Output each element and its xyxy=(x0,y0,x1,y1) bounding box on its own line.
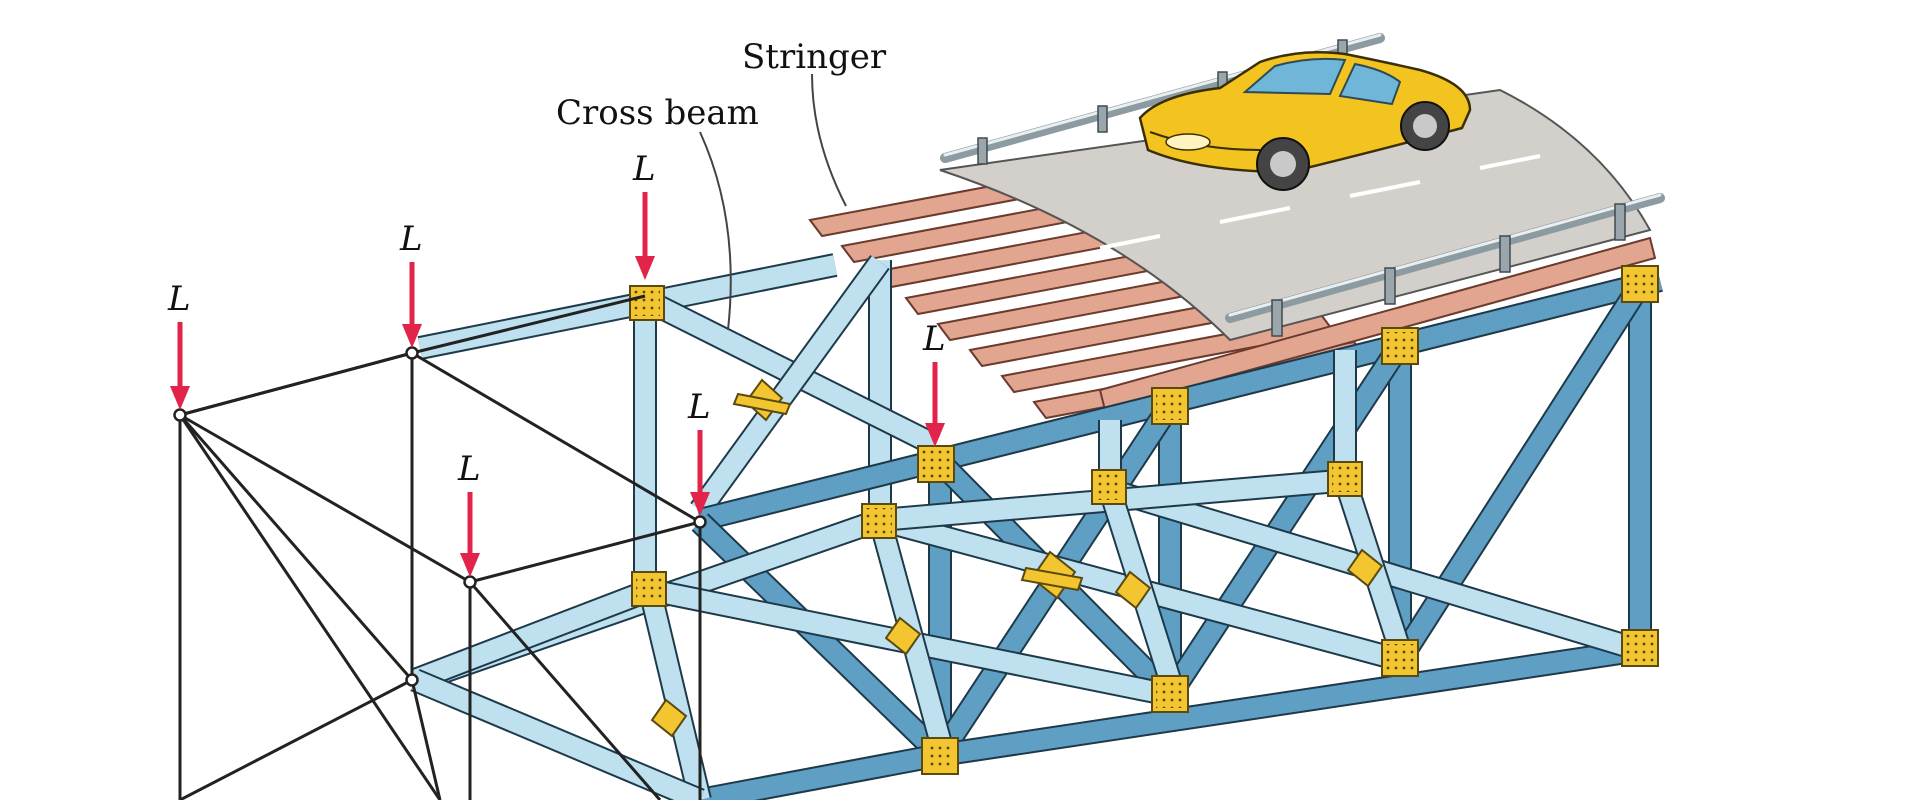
wireframe-truss-model xyxy=(178,294,702,802)
load-arrow-5: L xyxy=(687,387,711,516)
node xyxy=(693,515,707,529)
gusset-plate xyxy=(921,737,959,775)
load-label: L xyxy=(922,319,946,359)
label-stringer: Stringer xyxy=(742,37,887,207)
cross-plate xyxy=(884,616,922,656)
gusset-plate xyxy=(1327,461,1363,497)
car-icon xyxy=(1138,50,1472,191)
load-arrows: L L L L L L xyxy=(167,149,946,577)
load-arrow-2: L xyxy=(399,219,423,348)
cross-beam-label: Cross beam xyxy=(556,93,759,133)
cross-plate xyxy=(732,378,792,422)
gusset-plate xyxy=(631,571,667,607)
gusset-plate xyxy=(1151,675,1189,713)
node xyxy=(463,575,477,589)
node xyxy=(405,346,419,360)
cross-plate xyxy=(650,698,688,738)
truss-nodes xyxy=(173,346,707,687)
load-label: L xyxy=(457,449,481,489)
gusset-plate xyxy=(1381,639,1419,677)
gusset-plate xyxy=(1381,327,1419,365)
cross-plate xyxy=(1346,548,1384,588)
gusset-plate xyxy=(1151,387,1189,425)
load-arrow-4: L xyxy=(457,449,481,577)
gusset-plate xyxy=(1621,265,1659,303)
load-label: L xyxy=(399,219,423,259)
guard-rail-near xyxy=(1225,193,1665,337)
gusset-plate xyxy=(629,285,665,321)
label-cross-beam: Cross beam xyxy=(556,93,759,331)
load-label: L xyxy=(687,387,711,427)
node xyxy=(405,673,419,687)
road-deck xyxy=(939,88,1652,342)
stringer-label: Stringer xyxy=(742,37,887,77)
load-arrow-6: L xyxy=(922,319,946,447)
gusset-plate xyxy=(861,503,897,539)
node xyxy=(173,408,187,422)
gusset-plate xyxy=(1621,629,1659,667)
load-label: L xyxy=(632,149,656,189)
load-arrow-3: L xyxy=(632,149,656,280)
gusset-plate xyxy=(1091,469,1127,505)
gusset-plate xyxy=(917,445,955,483)
cross-plate xyxy=(1020,550,1084,600)
load-label: L xyxy=(167,279,191,319)
gusset-plates xyxy=(629,265,1659,775)
cross-plate xyxy=(1114,570,1152,610)
load-arrow-1: L xyxy=(167,279,191,410)
